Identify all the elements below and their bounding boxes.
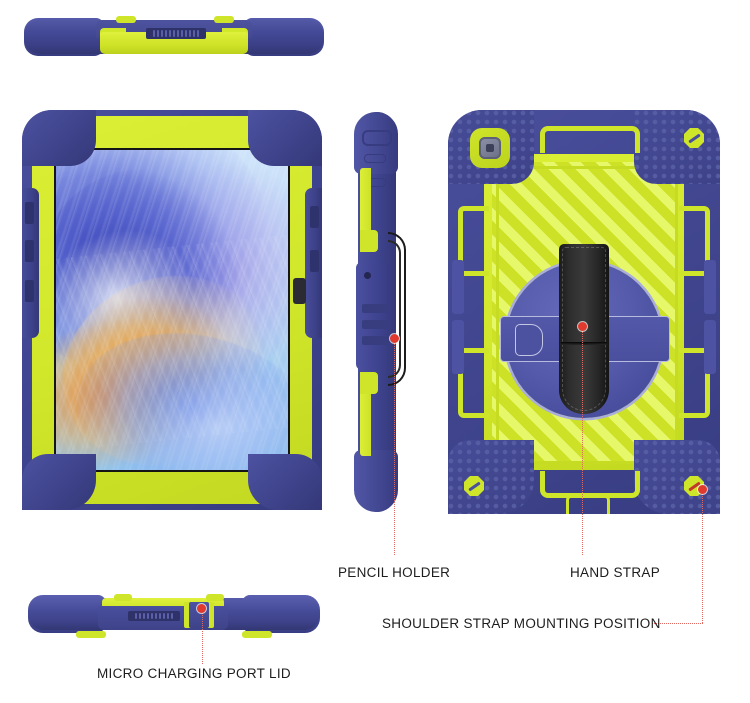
callout-label-shoulder-strap: SHOULDER STRAP MOUNTING POSITION — [382, 616, 661, 631]
back-green-hook-top-right — [679, 206, 710, 276]
top-edge-green-bumper — [100, 32, 248, 54]
front-view — [22, 110, 322, 510]
back-green-hook-top-left — [458, 206, 489, 276]
callout-dot-charging-port — [197, 604, 206, 613]
back-corner-pad-bottom-right — [634, 440, 720, 514]
top-speaker-grille — [146, 28, 206, 39]
bottom-edge-view — [28, 586, 320, 642]
shoulder-strap-mount-bottom-left — [464, 476, 484, 496]
callout-line-pencil-holder — [394, 343, 395, 555]
top-edge-view — [24, 6, 324, 68]
bottom-edge-foot-left — [76, 631, 106, 638]
front-corner-bumper-top-left — [22, 110, 96, 166]
front-right-button-rail — [305, 188, 322, 338]
back-right-side-clip-upper — [704, 260, 716, 314]
callout-line-shoulder-strap-vertical — [702, 494, 703, 623]
front-corner-bumper-bottom-right — [248, 454, 322, 510]
front-corner-bumper-bottom-left — [22, 454, 96, 510]
hand-strap-fold — [561, 342, 607, 345]
tablet-screen — [56, 150, 288, 470]
side-slot-upper — [364, 154, 386, 163]
callout-label-charging-port: MICRO CHARGING PORT LID — [97, 666, 291, 681]
bottom-speaker-grille — [128, 611, 180, 621]
back-corner-pad-bottom-left — [448, 440, 534, 514]
front-corner-bumper-top-right — [248, 110, 322, 166]
callout-dot-pencil-holder — [390, 334, 399, 343]
camera-lens-icon — [479, 137, 501, 159]
back-green-hook-bottom-right — [679, 348, 710, 418]
back-left-side-clip-lower — [452, 320, 464, 374]
shoulder-strap-mount-top-right — [684, 128, 704, 148]
side-green-lip-top — [360, 230, 378, 252]
kickstand-tab — [515, 324, 543, 356]
bottom-edge-foot-right — [242, 631, 272, 638]
front-camera — [293, 278, 306, 304]
hand-strap-stitching — [562, 247, 606, 411]
back-corner-pad-top-right — [634, 110, 720, 184]
front-left-button-rail — [22, 188, 39, 338]
side-green-edge-bottom — [360, 378, 371, 456]
callout-line-charging-port — [201, 613, 203, 664]
callout-label-hand-strap: HAND STRAP — [570, 565, 661, 580]
side-top-curve-detail — [362, 130, 392, 146]
side-bottom-cap — [354, 450, 398, 512]
bottom-edge-tab-left — [114, 594, 132, 601]
top-edge-tab-left — [116, 16, 136, 23]
side-green-edge-top — [360, 168, 371, 246]
back-top-green-bar — [540, 126, 640, 153]
rear-camera-cutout — [470, 128, 510, 168]
back-right-side-clip-lower — [704, 320, 716, 374]
back-left-side-clip-upper — [452, 260, 464, 314]
side-camera-dot — [364, 272, 371, 279]
wallpaper-artwork — [56, 150, 288, 470]
callout-line-shoulder-strap-horizontal — [652, 623, 703, 624]
back-green-hook-bottom-left — [458, 348, 489, 418]
callout-line-hand-strap — [582, 331, 583, 555]
back-bottom-notch — [566, 495, 610, 514]
callout-label-pencil-holder: PENCIL HOLDER — [338, 565, 451, 580]
back-bottom-green-bar — [540, 471, 640, 498]
top-edge-tab-right — [214, 16, 234, 23]
bottom-edge-tab-right — [206, 594, 224, 601]
callout-dot-shoulder-strap — [698, 485, 707, 494]
callout-dot-hand-strap — [578, 322, 587, 331]
back-inner-outline — [496, 166, 678, 464]
back-view — [448, 110, 720, 514]
side-green-lip-bottom — [360, 372, 378, 394]
side-profile-view — [352, 112, 408, 512]
